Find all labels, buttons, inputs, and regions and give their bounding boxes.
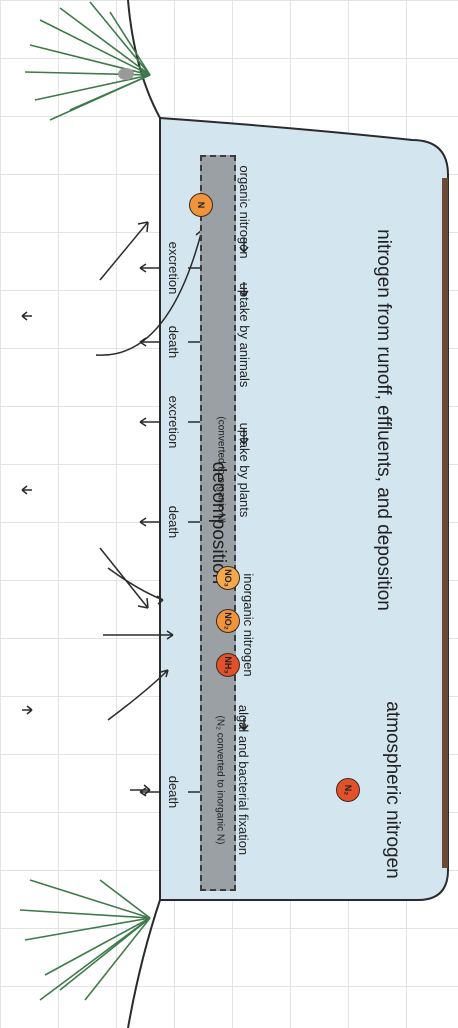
organic-n-molecule: N [189, 193, 213, 217]
pond-sediment [442, 178, 448, 868]
fixation-title: algal and bacterial fixation [235, 704, 251, 856]
fixation-note: (N₂ converted to inorganic N) [214, 715, 226, 845]
flow-excretion-2: excretion [165, 241, 181, 295]
plants-note: (converted to organic N) [215, 416, 227, 524]
bank-bottom [127, 899, 161, 1028]
inorganic-title: inorganic nitrogen [240, 573, 256, 677]
grass-bottom [19, 879, 151, 1001]
n2-molecule: N₂ [336, 778, 360, 802]
flow-death-2: death [165, 505, 181, 539]
no2-molecule: NO₂ [216, 609, 240, 633]
flow-death-3: death [165, 325, 181, 359]
no3-molecule: NO₃ [216, 566, 240, 590]
nh3-molecule: NH₃ [216, 653, 240, 677]
pebble [118, 68, 134, 80]
bank-top [127, 0, 161, 119]
organic-title: organic nitrogen [236, 165, 252, 259]
flow-death-1: death [165, 775, 181, 809]
plants-title: uptake by plants [236, 422, 252, 518]
animals-title: uptake by animals [236, 282, 252, 388]
input-arrow-lower [99, 547, 149, 609]
flow-excretion-1: excretion [165, 395, 181, 449]
input-arrow-upper [99, 221, 149, 281]
external-input-title: nitrogen from runoff, effluents, and dep… [372, 229, 394, 611]
atmospheric-nitrogen-title: atmospheric nitrogen [381, 701, 403, 879]
